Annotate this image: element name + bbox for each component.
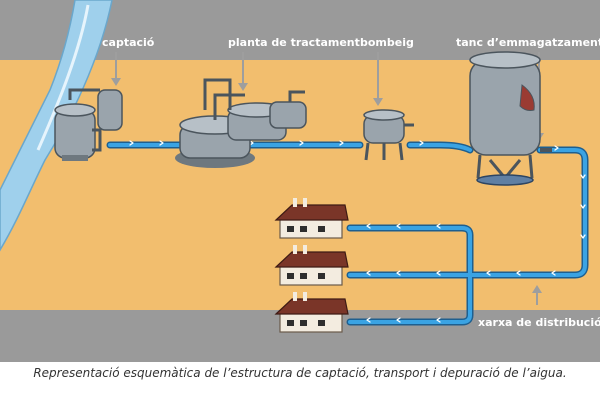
label-captacio: captació (102, 36, 155, 49)
river-highlight (36, 4, 90, 151)
treatment-plant (175, 78, 307, 168)
figure-caption: Representació esquemàtica de l’estructur… (33, 366, 567, 380)
house-2 (274, 245, 349, 286)
captacio-station (54, 88, 123, 161)
label-xarxa: xarxa de distribució (478, 316, 600, 329)
label-tanc: tanc d’emmagatzament (456, 36, 600, 49)
water-system-diagram: captació planta de tractament bombeig ta… (0, 0, 600, 362)
storage-tank (469, 51, 552, 186)
house-3 (274, 292, 349, 333)
label-planta: planta de tractament (228, 36, 360, 49)
house-1 (274, 198, 349, 239)
label-bombeig: bombeig (360, 36, 414, 49)
pump-station (363, 109, 414, 161)
